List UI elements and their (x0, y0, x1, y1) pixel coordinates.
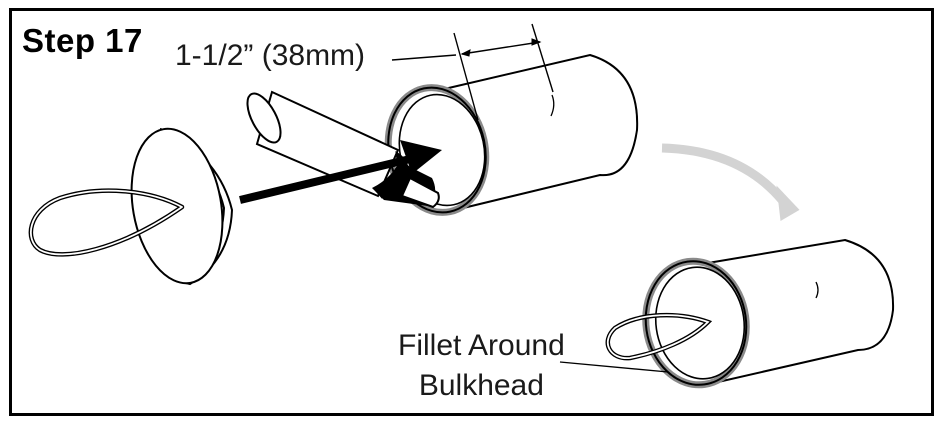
fillet-label-line2: Bulkhead (418, 369, 544, 402)
wire-loop (28, 188, 185, 257)
fillet-label-line1: Fillet Around (398, 329, 565, 362)
step-frame (9, 8, 934, 416)
dimension-indicator (391, 23, 554, 121)
insertion-arrow (239, 140, 442, 204)
dimension-label: 1-1/2” (38mm) (175, 39, 366, 72)
process-arrow (661, 143, 800, 222)
step-title: Step 17 (22, 22, 143, 59)
fillet-label: Fillet Around Bulkhead (398, 326, 565, 406)
body-tube-lower (559, 238, 895, 389)
